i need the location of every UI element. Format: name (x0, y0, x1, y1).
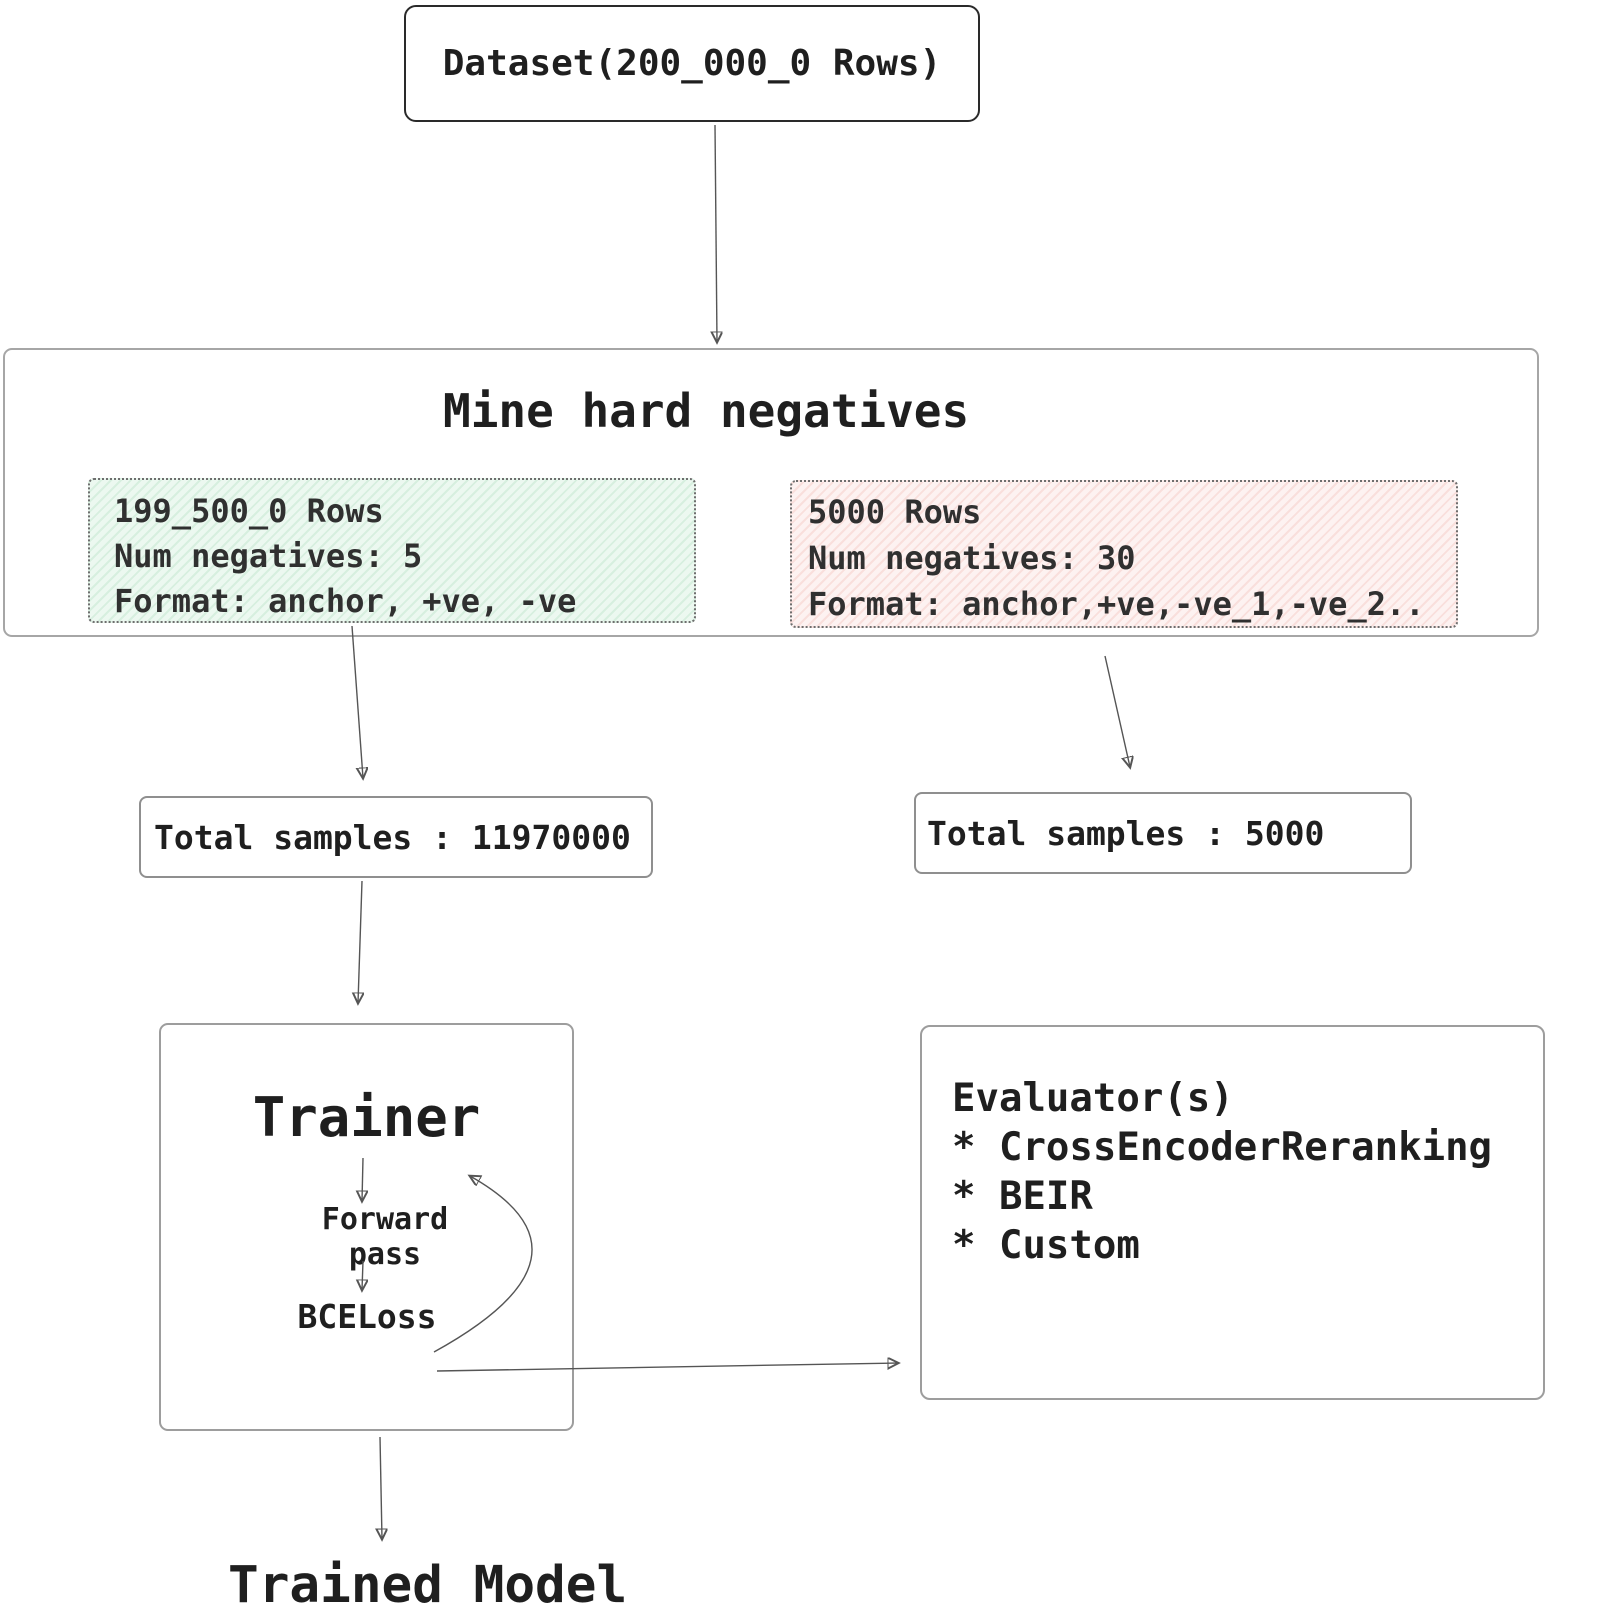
evaluator-item: * CrossEncoderReranking (952, 1125, 1493, 1170)
eval-split-line: 5000 Rows (808, 493, 982, 531)
evaluator-item: * Custom (952, 1223, 1140, 1268)
arrow-trainer-to-trainedmodel (380, 1436, 382, 1539)
dataset-node: Dataset(200_000_0 Rows) (404, 5, 980, 122)
train-split-line: 199_500_0 Rows (114, 492, 384, 530)
evaluator-list: Evaluator(s) * CrossEncoderReranking * B… (952, 1074, 1492, 1270)
bceloss-label: BCELoss (297, 1297, 437, 1336)
eval-total-samples-label: Total samples : 5000 (927, 813, 1325, 853)
evaluator-item: * BEIR (952, 1174, 1093, 1219)
train-total-samples-label: Total samples : 11970000 (154, 817, 631, 857)
arrow-dataset-to-mine (715, 124, 717, 342)
arrow-trainsplit-to-total (351, 625, 363, 778)
train-split-line: Num negatives: 5 (114, 537, 423, 575)
eval-split-line: Num negatives: 30 (808, 539, 1136, 577)
arrow-evalsplit-to-total (1104, 655, 1130, 767)
train-total-samples-node: Total samples : 11970000 (139, 796, 653, 878)
arrow-total-to-trainer (358, 880, 362, 1003)
train-split-line: Format: anchor, +ve, -ve (114, 582, 577, 620)
eval-split-node: 5000 Rows Num negatives: 30 Format: anch… (790, 480, 1458, 628)
train-split-node: 199_500_0 Rows Num negatives: 5 Format: … (88, 478, 696, 623)
eval-split-line: Format: anchor,+ve,-ve_1,-ve_2.. (808, 585, 1425, 623)
dataset-label: Dataset(200_000_0 Rows) (442, 43, 942, 84)
evaluator-title: Evaluator(s) (952, 1076, 1234, 1121)
trainer-title: Trainer (252, 1086, 481, 1149)
eval-total-samples-node: Total samples : 5000 (914, 792, 1412, 874)
mine-hard-negatives-title: Mine hard negatives (443, 384, 970, 438)
evaluator-node (920, 1025, 1545, 1400)
forward-pass-label: Forward pass (321, 1202, 449, 1272)
trained-model-label: Trained Model (228, 1556, 628, 1615)
